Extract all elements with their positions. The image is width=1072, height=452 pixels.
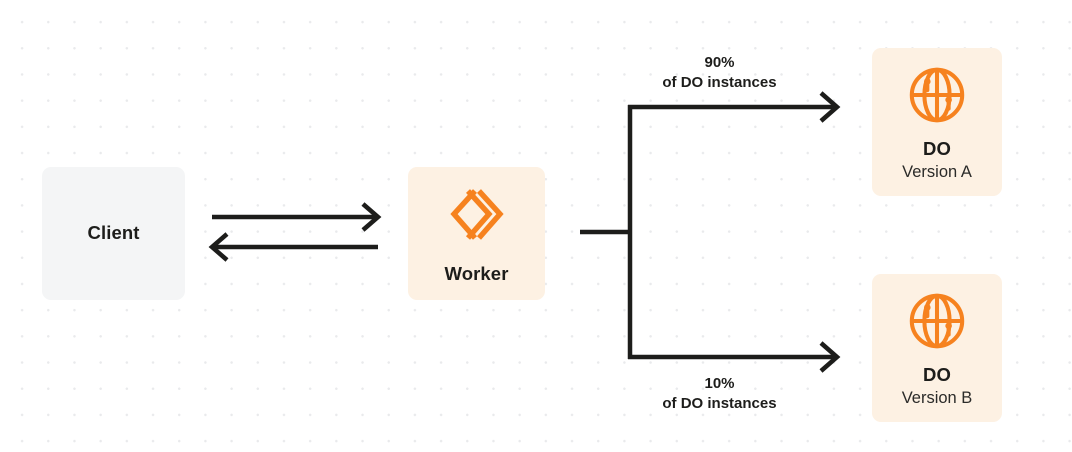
node-do-b-label: DO — [923, 363, 951, 385]
arrow-client-to-worker — [212, 202, 382, 232]
edge-label-do-a-percent: 90% — [704, 54, 735, 71]
globe-icon — [906, 290, 968, 352]
node-do-a-sublabel: Version A — [902, 163, 972, 181]
edge-label-do-a-description: of DO instances — [662, 73, 777, 91]
arrow-worker-to-client — [208, 232, 378, 262]
edge-label-do-b-description: of DO instances — [662, 394, 777, 412]
cloudflare-workers-logo-icon — [445, 183, 509, 247]
edge-label-do-a: 90% of DO instances — [612, 53, 827, 93]
node-do-a-label: DO — [923, 137, 951, 159]
node-client[interactable]: Client — [42, 167, 185, 300]
globe-icon — [906, 64, 968, 126]
edge-label-do-b: 10% of DO instances — [612, 374, 827, 414]
node-worker-label: Worker — [444, 263, 509, 285]
node-do-version-b[interactable]: DO Version B — [872, 274, 1002, 422]
edge-label-do-b-percent: 10% — [704, 375, 735, 392]
node-worker[interactable]: Worker — [408, 167, 545, 300]
arrow-worker-to-do-b — [628, 341, 841, 373]
node-client-label: Client — [87, 222, 140, 244]
node-do-version-a[interactable]: DO Version A — [872, 48, 1002, 196]
node-do-b-sublabel: Version B — [901, 389, 973, 407]
arrow-worker-to-do-a — [628, 91, 841, 123]
